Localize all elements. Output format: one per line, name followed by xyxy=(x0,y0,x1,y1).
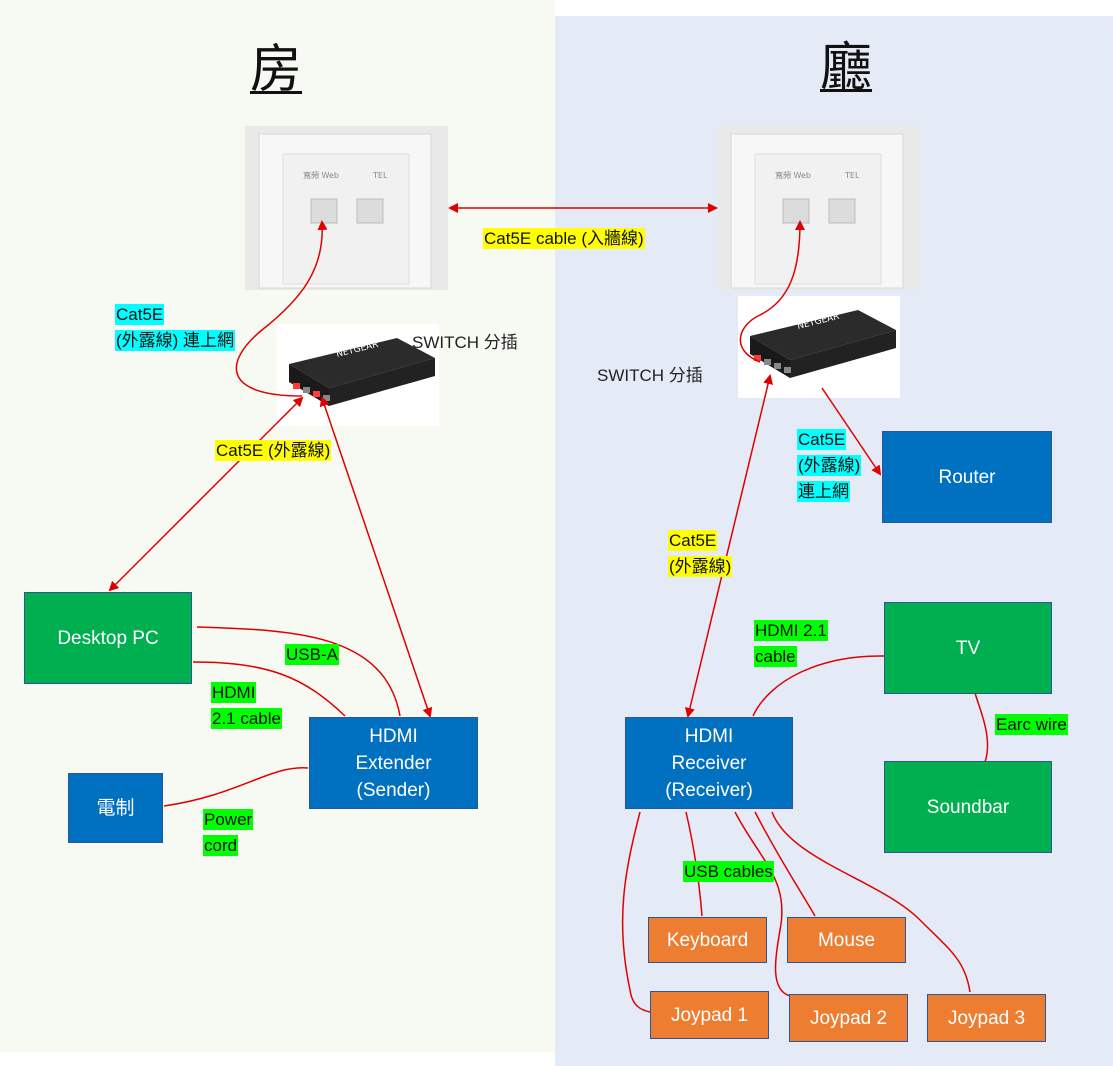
wire-switch-to-wall-bedroom xyxy=(235,220,328,397)
wire-router xyxy=(821,387,882,476)
port-label-tel: TEL xyxy=(372,171,388,180)
label-wall-cable: Cat5E cable (入牆線) xyxy=(483,228,645,249)
label-hdmi-right: HDMI 2.1 cable xyxy=(754,620,828,667)
hdmi-extender-box: HDMI Extender (Sender) xyxy=(309,717,478,809)
wire-hdmi-left xyxy=(192,661,346,717)
wire-switch-to-extender xyxy=(319,396,433,718)
joypad-1-box: Joypad 1 xyxy=(650,991,769,1039)
label-hdmi-left: HDMI 2.1 cable xyxy=(211,682,282,729)
joypad-3-box: Joypad 3 xyxy=(927,994,1046,1042)
wire-switch-to-pc xyxy=(108,396,304,592)
wire-hdmi-right xyxy=(752,655,885,717)
wire-usb-a xyxy=(196,626,401,717)
label-power-cord: Power cord xyxy=(203,809,254,856)
tv-box: TV xyxy=(884,602,1052,694)
soundbar-box: Soundbar xyxy=(884,761,1052,853)
port-label-tel: TEL xyxy=(844,171,860,180)
wire-joypad3 xyxy=(771,811,971,993)
power-outlet-box: 電制 xyxy=(68,773,163,843)
port-label-web: 寬頻 Web xyxy=(303,170,339,180)
wire-power xyxy=(163,767,309,807)
router-box: Router xyxy=(882,431,1052,523)
joypad-2-box: Joypad 2 xyxy=(789,994,908,1042)
label-usb-cables: USB cables xyxy=(683,861,774,882)
wire-joypad2 xyxy=(734,811,791,997)
label-switch-bedroom: SWITCH 分插 xyxy=(412,333,518,352)
mouse-box: Mouse xyxy=(787,917,906,963)
desktop-pc-box: Desktop PC xyxy=(24,592,192,684)
wire-mouse xyxy=(754,811,816,917)
port-label-web: 寬頻 Web xyxy=(775,170,811,180)
label-bedroom-uplink: Cat5E (外露線) 連上網 xyxy=(115,304,236,351)
label-switch-living-room: SWITCH 分插 xyxy=(597,366,703,385)
wire-earc xyxy=(974,692,989,763)
wire-switch-to-wall-living xyxy=(739,220,805,363)
label-pc-link: Cat5E (外露線) xyxy=(215,440,332,461)
keyboard-box: Keyboard xyxy=(648,917,767,963)
wire-switch-to-receiver xyxy=(685,374,773,718)
label-receiver-link: Cat5E (外露線) xyxy=(668,530,733,577)
label-earc-wire: Earc wire xyxy=(995,714,1068,735)
wall-plate-photo-bedroom: 寬頻 Web TEL xyxy=(245,126,448,290)
wall-plate-photo-living-room: 寬頻 Web TEL xyxy=(717,126,920,290)
room-title-bedroom: 房 xyxy=(250,40,303,100)
label-router-link: Cat5E (外露線) 連上網 xyxy=(797,429,862,502)
room-title-living-room: 廳 xyxy=(820,38,873,98)
hdmi-receiver-box: HDMI Receiver (Receiver) xyxy=(625,717,793,809)
wire-joypad1 xyxy=(621,811,651,1013)
label-usb-a: USB-A xyxy=(285,644,339,665)
